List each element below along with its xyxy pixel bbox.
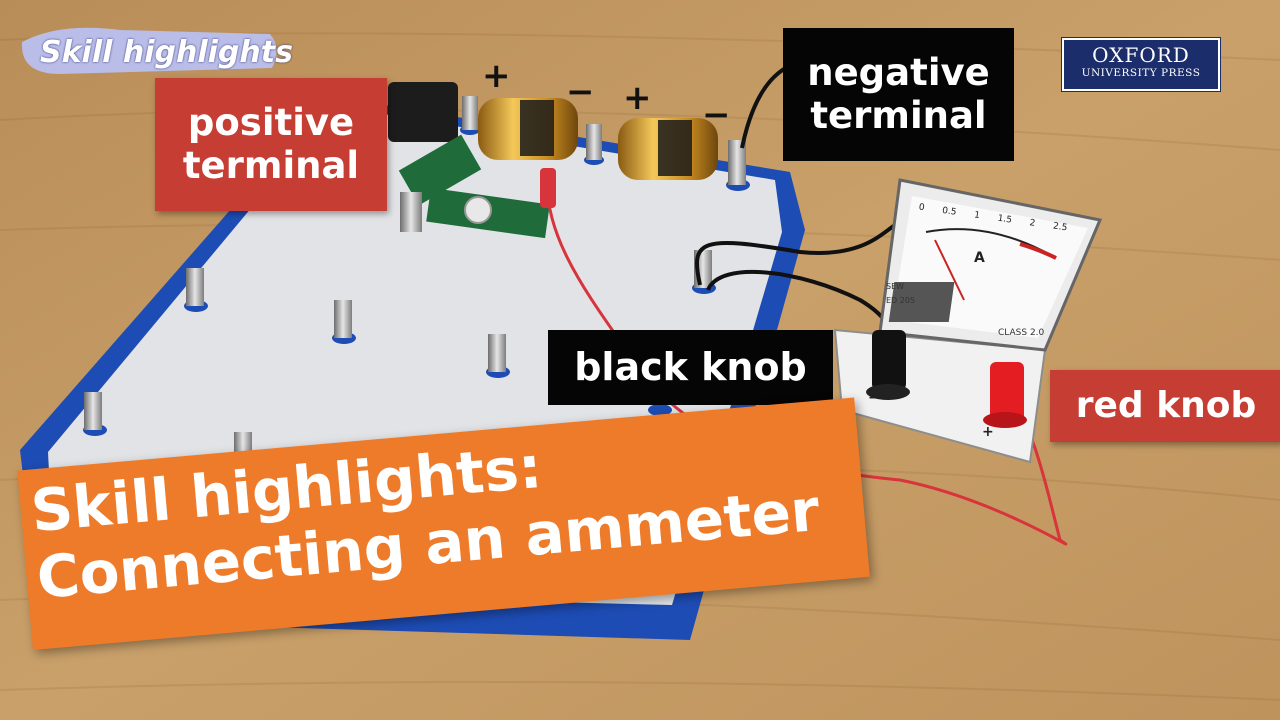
black-knob-label: black knob (548, 330, 833, 405)
black-binding-post[interactable] (866, 330, 910, 400)
battery-plus-sign-2: + (623, 78, 652, 118)
battery-minus-sign-1: − (566, 72, 595, 112)
ammeter-needle (934, 239, 965, 301)
ammeter-minus: − (868, 390, 880, 406)
oxford-logo-line1: OXFORD (1092, 43, 1190, 67)
battery-plus-sign-1: + (482, 56, 511, 96)
negative-terminal-label: negative terminal (783, 28, 1014, 161)
black-wire-loop (695, 223, 897, 286)
ammeter-brand: SEW (886, 282, 905, 291)
bulb (464, 196, 492, 224)
oxford-logo-line2: UNIVERSITY PRESS (1081, 67, 1201, 79)
battery-holder-left (388, 82, 458, 142)
ammeter-plus: + (982, 424, 994, 440)
positive-terminal-label: positive terminal (155, 78, 387, 211)
bulb-holder (398, 134, 482, 206)
skill-badge-shape (21, 27, 277, 74)
ammeter-unit: A (974, 250, 985, 266)
skill-highlights-badge: Skill highlights (40, 35, 293, 70)
red-knob-label: red knob (1050, 370, 1280, 442)
oxford-logo: OXFORD UNIVERSITY PRESS (1061, 37, 1221, 92)
red-clip (540, 168, 556, 208)
red-wire (545, 171, 1068, 546)
battery-minus-sign-2: − (702, 95, 731, 135)
red-binding-post[interactable] (983, 362, 1027, 428)
ammeter-class: CLASS 2.0 (998, 328, 1045, 338)
ammeter-window (888, 282, 955, 322)
ammeter-model: ED 205 (886, 296, 916, 305)
board-pegs (83, 96, 750, 466)
